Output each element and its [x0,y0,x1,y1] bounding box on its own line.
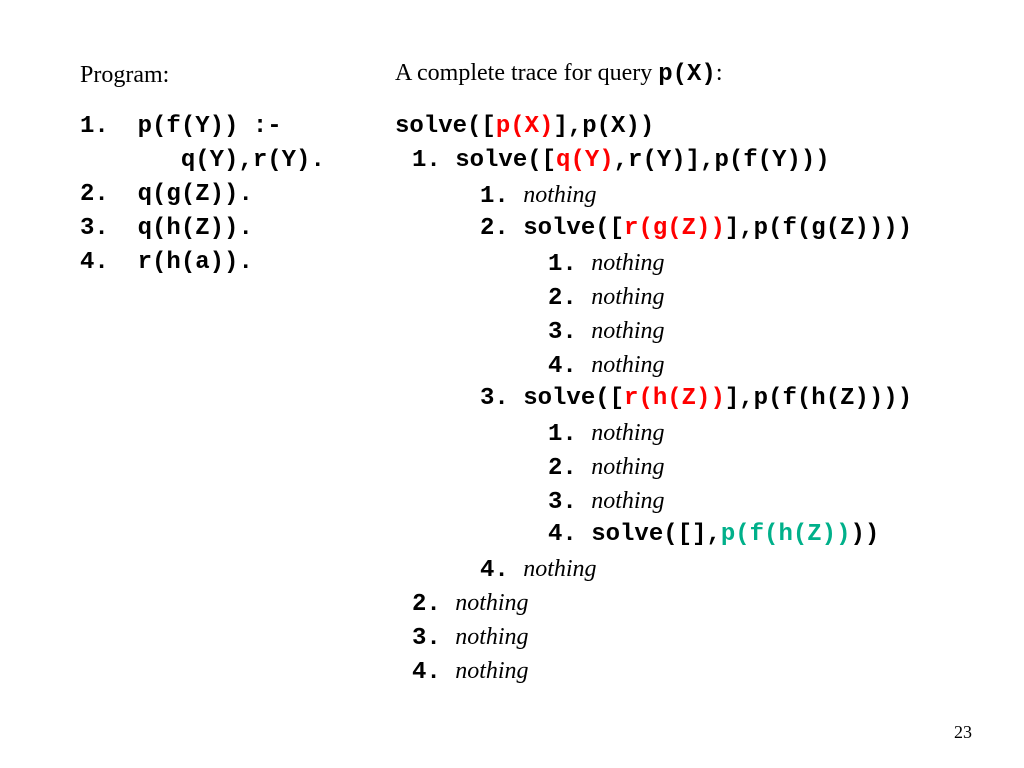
step-number: 4. [480,557,509,584]
trace-root: solve([p(X)],p(X)) [395,110,654,144]
nothing-label: nothing [455,624,529,650]
nothing-label: nothing [591,352,665,378]
trace-step-1-2: 2. solve([r(g(Z))],p(f(g(Z)))) [480,212,912,246]
clause-text: p(f(Y)) :- [137,113,282,140]
trace-step-1-2-4: 4. nothing [548,348,665,384]
nothing-label: nothing [591,318,665,344]
solve-prefix: solve([ [523,215,625,242]
program-clause-2: 2. q(g(Z)). [80,178,253,212]
clause-text: q(g(Z)). [137,181,253,208]
step-number: 1. [480,183,509,210]
trace-step-1-1: 1. nothing [480,178,597,214]
trace-step-2: 2. nothing [412,586,529,622]
selected-goal: q(Y) [556,147,614,174]
trace-step-1: 1. solve([q(Y),r(Y)],p(f(Y))) [412,144,830,178]
trace-step-1-3-3: 3. nothing [548,484,665,520]
trace-heading: A complete trace for query p(X): [395,56,723,92]
answer-goal: p(f(h(Z)) [720,521,851,548]
trace-step-1-3: 3. solve([r(h(Z))],p(f(h(Z)))) [480,382,912,416]
step-number: 4. [548,353,577,380]
trace-step-1-4: 4. nothing [480,552,597,588]
trace-heading-query: p(X) [658,61,716,88]
nothing-label: nothing [591,488,665,514]
solve-suffix: )) [850,521,880,548]
step-number: 1. [548,421,577,448]
trace-heading-colon: : [715,60,723,86]
step-number: 2. [548,455,577,482]
nothing-label: nothing [455,658,529,684]
clause-text: q(h(Z)). [137,215,253,242]
clause-number: 2. [80,181,109,208]
solve-suffix: ],p(f(g(Z)))) [724,215,913,242]
step-number: 2. [412,591,441,618]
solve-suffix: ,r(Y)],p(f(Y))) [613,147,830,174]
solve-suffix: ],p(f(h(Z)))) [724,385,913,412]
program-clause-1: 1. p(f(Y)) :- [80,110,282,144]
solve-prefix: solve([], [591,521,721,548]
program-clause-4: 4. r(h(a)). [80,246,253,280]
clause-number: 4. [80,249,109,276]
step-number: 1. [412,147,441,174]
nothing-label: nothing [523,556,597,582]
solve-prefix: solve([ [395,113,496,140]
clause-number: 1. [80,113,109,140]
solve-prefix: solve([ [455,147,557,174]
clause-text: r(h(a)). [137,249,253,276]
page-number: 23 [954,722,972,742]
step-number: 4. [412,659,441,686]
clause-number: 3. [80,215,109,242]
nothing-label: nothing [591,250,665,276]
solve-prefix: solve([ [523,385,625,412]
trace-step-1-3-2: 2. nothing [548,450,665,486]
program-clause-1-body: q(Y),r(Y). [80,144,325,178]
nothing-label: nothing [455,590,529,616]
clause-text: q(Y),r(Y). [180,147,325,174]
trace-step-3: 3. nothing [412,620,529,656]
step-number: 1. [548,251,577,278]
trace-heading-text: A complete trace for query [395,60,659,86]
step-number: 2. [548,285,577,312]
solve-suffix: ],p(X)) [553,113,655,140]
trace-step-1-2-2: 2. nothing [548,280,665,316]
step-number: 3. [548,319,577,346]
nothing-label: nothing [591,284,665,310]
program-clause-3: 3. q(h(Z)). [80,212,253,246]
nothing-label: nothing [523,182,597,208]
step-number: 3. [548,489,577,516]
step-number: 3. [412,625,441,652]
trace-step-4: 4. nothing [412,654,529,690]
trace-step-1-2-3: 3. nothing [548,314,665,350]
nothing-label: nothing [591,420,665,446]
trace-step-1-2-1: 1. nothing [548,246,665,282]
step-number: 3. [480,385,509,412]
trace-step-1-3-1: 1. nothing [548,416,665,452]
selected-goal: r(g(Z)) [624,215,725,242]
program-heading: Program: [80,62,170,88]
trace-step-1-3-4: 4. solve([],p(f(h(Z)))) [548,518,879,552]
step-number: 2. [480,215,509,242]
nothing-label: nothing [591,454,665,480]
selected-goal: r(h(Z)) [624,385,725,412]
selected-goal: p(X) [495,113,554,140]
step-number: 4. [548,521,577,548]
